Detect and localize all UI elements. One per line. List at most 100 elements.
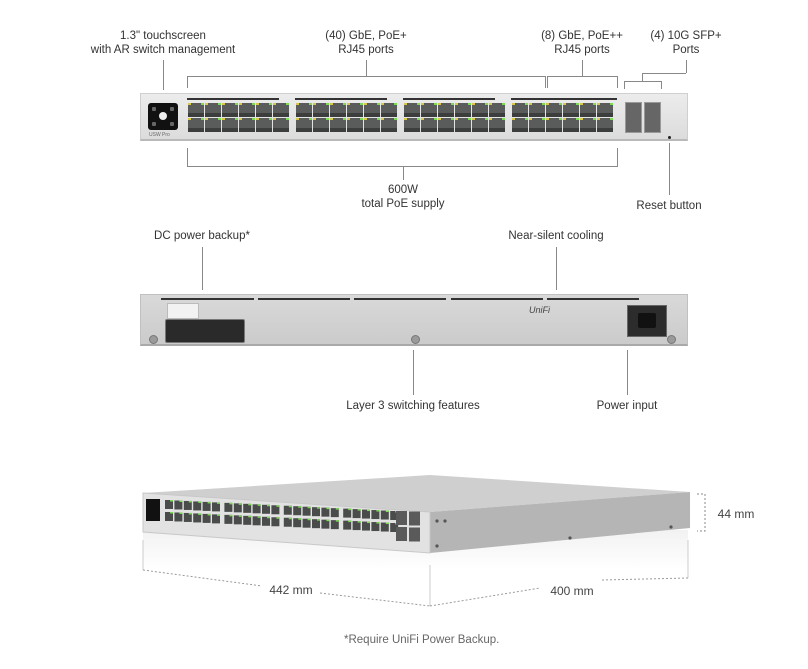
rj45-port (321, 519, 330, 529)
rj45-port[interactable] (313, 118, 329, 132)
rj45-port[interactable] (597, 103, 613, 117)
touchscreen-display[interactable] (148, 103, 178, 130)
screw-icon (149, 335, 158, 344)
rj45-port (243, 515, 252, 525)
rj45-port (165, 512, 173, 521)
touchscreen-center-icon (159, 112, 167, 120)
ac-power-inlet[interactable] (627, 305, 667, 337)
rj45-port[interactable] (239, 118, 255, 132)
port-led (288, 505, 292, 508)
bracket-line (617, 148, 618, 166)
rj45-port[interactable] (256, 118, 272, 132)
rj45-port[interactable] (546, 103, 562, 117)
rj45-port[interactable] (455, 103, 471, 117)
port-led (326, 519, 330, 522)
rj45-port[interactable] (313, 103, 329, 117)
rj45-port[interactable] (381, 118, 397, 132)
rj45-port[interactable] (222, 103, 238, 117)
rj45-port[interactable] (421, 103, 437, 117)
port-led (298, 506, 302, 508)
rj45-port[interactable] (381, 103, 397, 117)
rj45-port (224, 514, 233, 524)
rj45-port (224, 502, 233, 512)
rj45-port[interactable] (364, 103, 380, 117)
rj45-port[interactable] (347, 118, 363, 132)
vent-slot (451, 298, 543, 300)
rj45-port[interactable] (421, 118, 437, 132)
rj45-port[interactable] (438, 118, 454, 132)
touchscreen-display (146, 499, 160, 521)
dc-power-backup-port[interactable] (165, 319, 245, 343)
port-led (217, 514, 220, 516)
rj45-port (193, 501, 202, 511)
rj45-port[interactable] (330, 103, 346, 117)
rj45-port[interactable] (347, 103, 363, 117)
port-led (348, 520, 352, 523)
sfp-port-1-2[interactable] (625, 102, 642, 133)
port-led (248, 503, 252, 506)
reset-button[interactable] (668, 136, 671, 139)
rj45-port[interactable] (296, 103, 312, 117)
rj45-port[interactable] (205, 103, 221, 117)
rj45-port (271, 505, 280, 515)
rj45-port[interactable] (404, 103, 420, 117)
rj45-port[interactable] (205, 118, 221, 132)
port-led (267, 516, 270, 519)
rj45-port[interactable] (273, 103, 289, 117)
rj45-port (252, 516, 261, 526)
rj45-port (380, 522, 389, 532)
rj45-port[interactable] (455, 118, 471, 132)
rj45-port[interactable] (563, 118, 579, 132)
rj45-port[interactable] (489, 103, 505, 117)
callout-text: (8) GbE, PoE++ (541, 30, 623, 42)
rj45-port[interactable] (188, 118, 204, 132)
leader-line (413, 350, 414, 395)
rj45-port[interactable] (438, 103, 454, 117)
rj45-port[interactable] (404, 118, 420, 132)
rj45-port (343, 520, 352, 530)
rj45-port[interactable] (188, 103, 204, 117)
vent-slot (354, 298, 446, 300)
port-led (188, 512, 192, 515)
rj45-port (362, 521, 370, 531)
rj45-port[interactable] (222, 118, 238, 132)
rj45-port (271, 517, 280, 527)
callout-dc-backup: DC power backup* (154, 230, 250, 242)
rj45-port[interactable] (472, 103, 488, 117)
rj45-port (302, 518, 311, 528)
rj45-port[interactable] (529, 103, 545, 117)
port-led (229, 502, 233, 505)
rj45-port[interactable] (512, 103, 528, 117)
rj45-port[interactable] (239, 103, 255, 117)
dimension-height: 44 mm (717, 507, 755, 521)
rj45-port (165, 500, 173, 509)
port-led (248, 515, 252, 518)
port-led (376, 510, 380, 512)
callout-text: (40) GbE, PoE+ (325, 30, 407, 42)
rj45-port (252, 504, 261, 514)
rj45-port[interactable] (273, 118, 289, 132)
rj45-port[interactable] (597, 118, 613, 132)
rj45-port (343, 508, 352, 518)
rj45-port (233, 515, 242, 525)
rj45-port[interactable] (512, 118, 528, 132)
callout-touchscreen: 1.3" touchscreen with AR switch manageme… (91, 29, 235, 57)
rj45-port (262, 504, 270, 514)
rj45-port[interactable] (256, 103, 272, 117)
rj45-port[interactable] (489, 118, 505, 132)
bracket-line (187, 166, 618, 167)
rj45-port (293, 518, 302, 528)
rj45-port[interactable] (529, 118, 545, 132)
rj45-port[interactable] (472, 118, 488, 132)
sfp-port-3-4[interactable] (644, 102, 661, 133)
port-led (179, 512, 183, 514)
rj45-port[interactable] (580, 103, 596, 117)
rj45-port[interactable] (563, 103, 579, 117)
rj45-port[interactable] (296, 118, 312, 132)
rj45-port[interactable] (364, 118, 380, 132)
rj45-port[interactable] (580, 118, 596, 132)
rj45-port[interactable] (546, 118, 562, 132)
bracket-line (545, 76, 546, 88)
device-side (430, 492, 690, 553)
rj45-port[interactable] (330, 118, 346, 132)
